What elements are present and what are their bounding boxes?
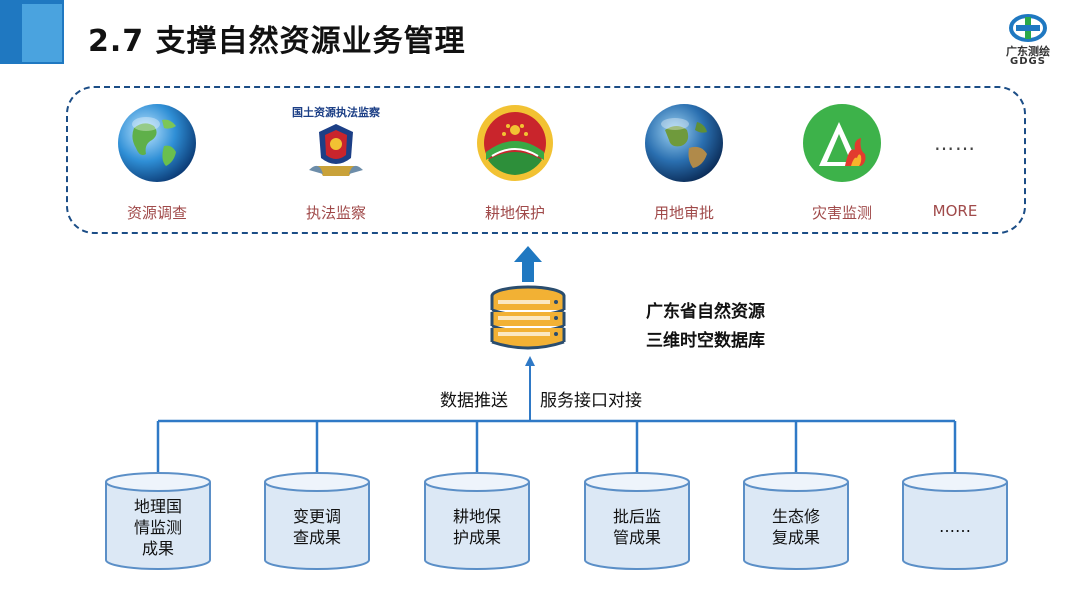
source-label: 变更调查成果 — [292, 507, 341, 547]
source-label: 批后监管成果 — [612, 507, 661, 547]
app-label: 执法监察 — [305, 204, 366, 222]
service-interface-label: 服务接口对接 — [540, 391, 642, 411]
source-label: 生态修复成果 — [771, 507, 820, 547]
source-cylinder — [264, 472, 370, 570]
up-arrow-icon — [514, 246, 542, 282]
app-disaster-monitoring[interactable]: 灾害监测 — [782, 100, 902, 223]
app-land-approval[interactable]: 用地审批 — [624, 100, 744, 223]
app-label: MORE — [932, 202, 978, 220]
app-label: 资源调查 — [126, 204, 187, 222]
logo-text: 广东测绘 — [1006, 45, 1050, 58]
database-icon — [490, 285, 566, 350]
enforcement-emblem-icon — [293, 100, 379, 186]
source-cylinder — [424, 472, 530, 570]
source-cylinder — [902, 472, 1008, 570]
app-farmland-protection[interactable]: 耕地保护 — [455, 100, 575, 223]
data-push-label: 数据推送 — [440, 391, 508, 411]
corner-accent-light — [22, 4, 62, 62]
app-label: 灾害监测 — [811, 204, 872, 222]
source-cylinder — [105, 472, 211, 570]
small-up-arrow-icon — [525, 356, 535, 366]
disaster-icon — [799, 100, 885, 186]
source-label: 地理国情监测成果 — [133, 497, 182, 558]
business-apps-frame — [66, 86, 1026, 234]
farmland-protection-emblem-icon — [472, 100, 558, 186]
database-title: 广东省自然资源 三维时空数据库 — [646, 298, 765, 356]
logo-subtext: GDGS — [1010, 56, 1046, 67]
app-more[interactable]: …… MORE — [895, 100, 1015, 220]
app-law-enforcement[interactable]: 国土资源执法监察 执法监察 — [276, 100, 396, 223]
source-label: …… — [939, 517, 971, 536]
source-cylinder — [743, 472, 849, 570]
earth-icon — [641, 100, 727, 186]
slide-title: 2.7 支撑自然资源业务管理 — [88, 24, 466, 59]
app-resource-survey[interactable]: 资源调查 — [97, 100, 217, 223]
globe-icon — [114, 100, 200, 186]
app-label: 用地审批 — [653, 204, 714, 222]
logo-mark-icon — [1009, 14, 1047, 42]
gdgs-logo: 广东测绘 GDGS — [998, 14, 1058, 74]
database-title-line: 三维时空数据库 — [646, 331, 765, 351]
source-cylinder — [584, 472, 690, 570]
emblem-text: 国土资源执法监察 — [292, 106, 380, 119]
app-label: 耕地保护 — [484, 204, 545, 222]
source-label: 耕地保护成果 — [452, 507, 501, 547]
database-title-line: 广东省自然资源 — [646, 302, 765, 322]
ellipsis-icon: …… — [934, 131, 976, 155]
